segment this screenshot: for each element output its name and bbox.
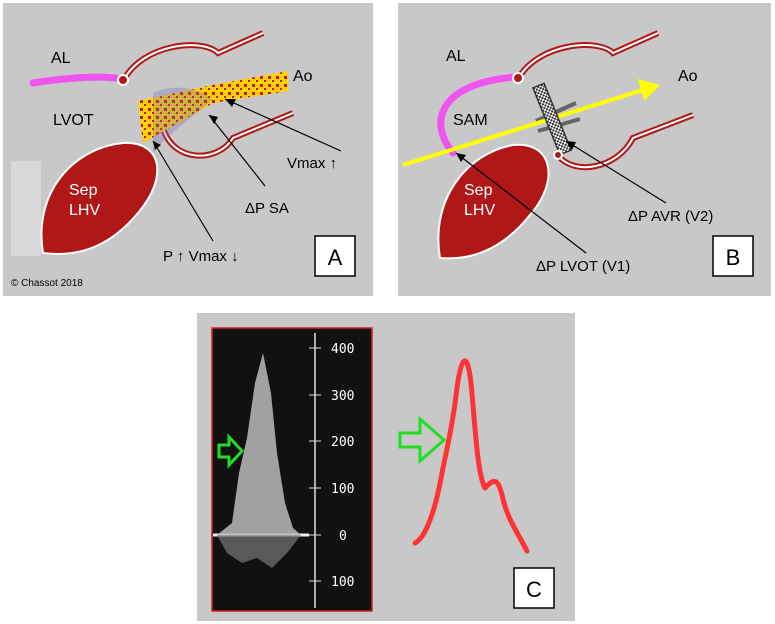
label-al: AL (51, 50, 71, 67)
panel-c-letter-box (513, 567, 555, 609)
scale-tick-300: 300 (331, 389, 354, 404)
green-arrow-doppler (217, 433, 245, 469)
septum (437, 143, 550, 260)
green-arrow-curve (398, 415, 447, 465)
label-dp-sa: ΔP SA (245, 200, 289, 217)
label-lhv: LHV (69, 202, 100, 219)
label-p-vmax: P ↑ Vmax ↓ (163, 248, 239, 265)
label-sam: SAM (453, 112, 488, 129)
scale-tick-100: 100 (331, 482, 354, 497)
arrow-vmax (224, 98, 342, 152)
valve-prosthesis (531, 82, 573, 156)
panel-a-letter: A (328, 245, 343, 270)
label-lhv: LHV (464, 202, 495, 219)
panel-b-letter: B (726, 245, 741, 270)
label-sep: Sep (69, 182, 98, 199)
label-dp-lvot: ΔP LVOT (V1) (536, 258, 630, 275)
panel-b: AL Ao SAM Sep LHV ΔP AVR (V2) ΔP LVOT (V… (398, 3, 771, 296)
arrow-dp-sa (208, 114, 266, 187)
doppler-image (211, 327, 373, 612)
arrow-dp-lvot (455, 152, 587, 254)
arrow-p-vmax (152, 140, 214, 242)
doppler-noise (217, 535, 301, 568)
label-vmax-up: Vmax ↑ (287, 155, 337, 172)
panel-b-drawing: AL Ao SAM Sep LHV ΔP AVR (V2) ΔP LVOT (V… (402, 30, 754, 277)
label-ao: Ao (293, 68, 313, 85)
septum (40, 141, 159, 255)
doppler-envelope (217, 353, 301, 535)
label-sep: Sep (464, 182, 493, 199)
scale-tick-0: 0 (339, 529, 347, 544)
scale-tick-400: 400 (331, 342, 354, 357)
label-dp-avr: ΔP AVR (V2) (628, 208, 713, 225)
panel-a-letter-box (314, 235, 356, 277)
doppler-scale: 400 300 200 100 0 100 (309, 342, 354, 590)
label-ao: Ao (678, 68, 698, 85)
label-al: AL (446, 48, 466, 65)
aortic-upper-wall (120, 30, 265, 83)
leaflet-hinge (117, 74, 129, 86)
panel-c-letter: C (526, 577, 542, 602)
panel-a-drawing: AL Ao LVOT Sep LHV Vmax ↑ ΔP SA P ↑ Vmax… (11, 30, 356, 289)
doppler-beam (402, 87, 647, 167)
scale-tick-minus-100: 100 (331, 575, 354, 590)
velocity-curve (412, 358, 530, 554)
panel-b-letter-box (712, 235, 754, 277)
jet (138, 71, 288, 143)
scale-tick-200: 200 (331, 435, 354, 450)
turbulence (153, 87, 213, 153)
panel-a: AL Ao LVOT Sep LHV Vmax ↑ ΔP SA P ↑ Vmax… (3, 3, 373, 296)
copyright: © Chassot 2018 (11, 278, 83, 289)
panel-c-drawing: 400 300 200 100 0 100 C (211, 327, 555, 612)
panel-c: 400 300 200 100 0 100 C (197, 313, 575, 621)
anterior-leaflet (29, 73, 125, 87)
anterior-leaflet-sam (437, 73, 520, 157)
arrow-dp-avr (565, 140, 667, 204)
leaflet-hinge (512, 72, 524, 84)
aortic-upper-wall (515, 30, 660, 81)
label-lvot: LVOT (53, 112, 94, 129)
left-strip (11, 161, 41, 256)
beam-arrowhead (638, 79, 660, 101)
